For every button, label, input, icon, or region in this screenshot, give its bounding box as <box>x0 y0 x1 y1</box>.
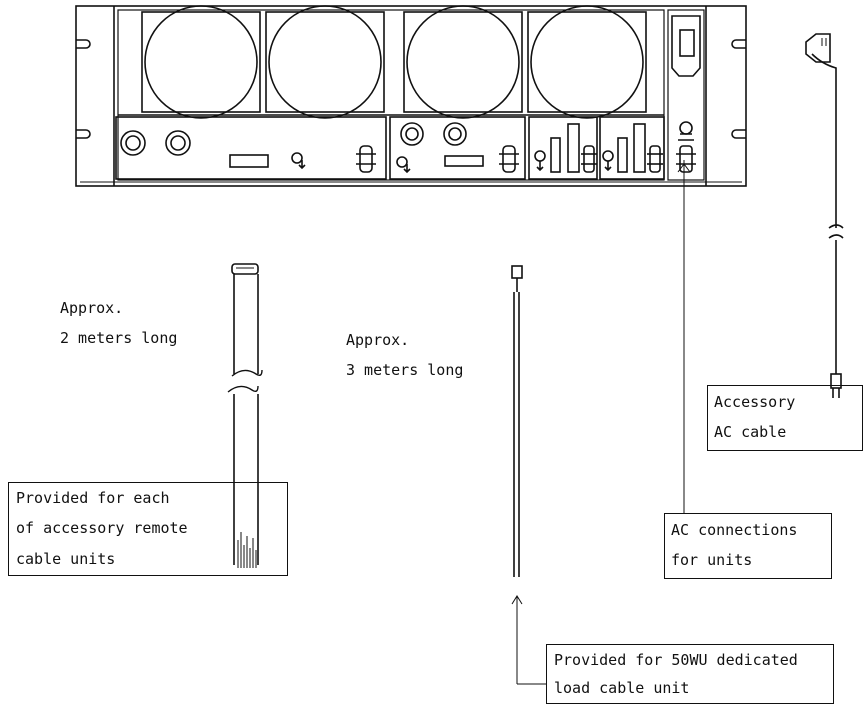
fan-2 <box>265 5 385 119</box>
load-cable-leader <box>511 595 546 685</box>
remote-cable-note: cable units <box>16 550 116 568</box>
load-cable <box>511 265 523 577</box>
ac-connections-note: AC connections <box>671 521 798 539</box>
fan-3 <box>403 5 523 119</box>
remote-length-label: 2 meters long <box>60 329 178 347</box>
ac-cable <box>805 33 844 398</box>
ac-connections-leader <box>677 160 691 513</box>
ac-cable-note: Accessory <box>714 393 796 411</box>
fan-4 <box>527 5 647 119</box>
load-length-label: Approx. <box>346 331 410 349</box>
remote-length-label: Approx. <box>60 299 124 317</box>
ac-connections-note: for units <box>671 551 753 569</box>
load-unit-module <box>599 116 665 180</box>
load-unit-module <box>528 116 598 180</box>
load-cable-note: load cable unit <box>554 679 690 697</box>
remote-cable-note: of accessory remote <box>16 519 188 537</box>
ac-cable-note: AC cable <box>714 423 787 441</box>
remote-cable-note: Provided for each <box>16 489 170 507</box>
rack-chassis <box>75 5 747 187</box>
fan-1 <box>141 5 261 119</box>
load-unit-module <box>389 116 526 180</box>
load-unit-module <box>115 116 387 180</box>
rack-mount-slot <box>76 39 746 139</box>
remote-cable-callout-box <box>8 482 288 576</box>
load-cable-note: Provided for 50WU dedicated <box>554 651 798 669</box>
ac-connections-callout-box <box>664 513 832 579</box>
load-length-label: 3 meters long <box>346 361 464 379</box>
power-inlet <box>667 9 705 181</box>
remote-cable <box>227 263 263 568</box>
